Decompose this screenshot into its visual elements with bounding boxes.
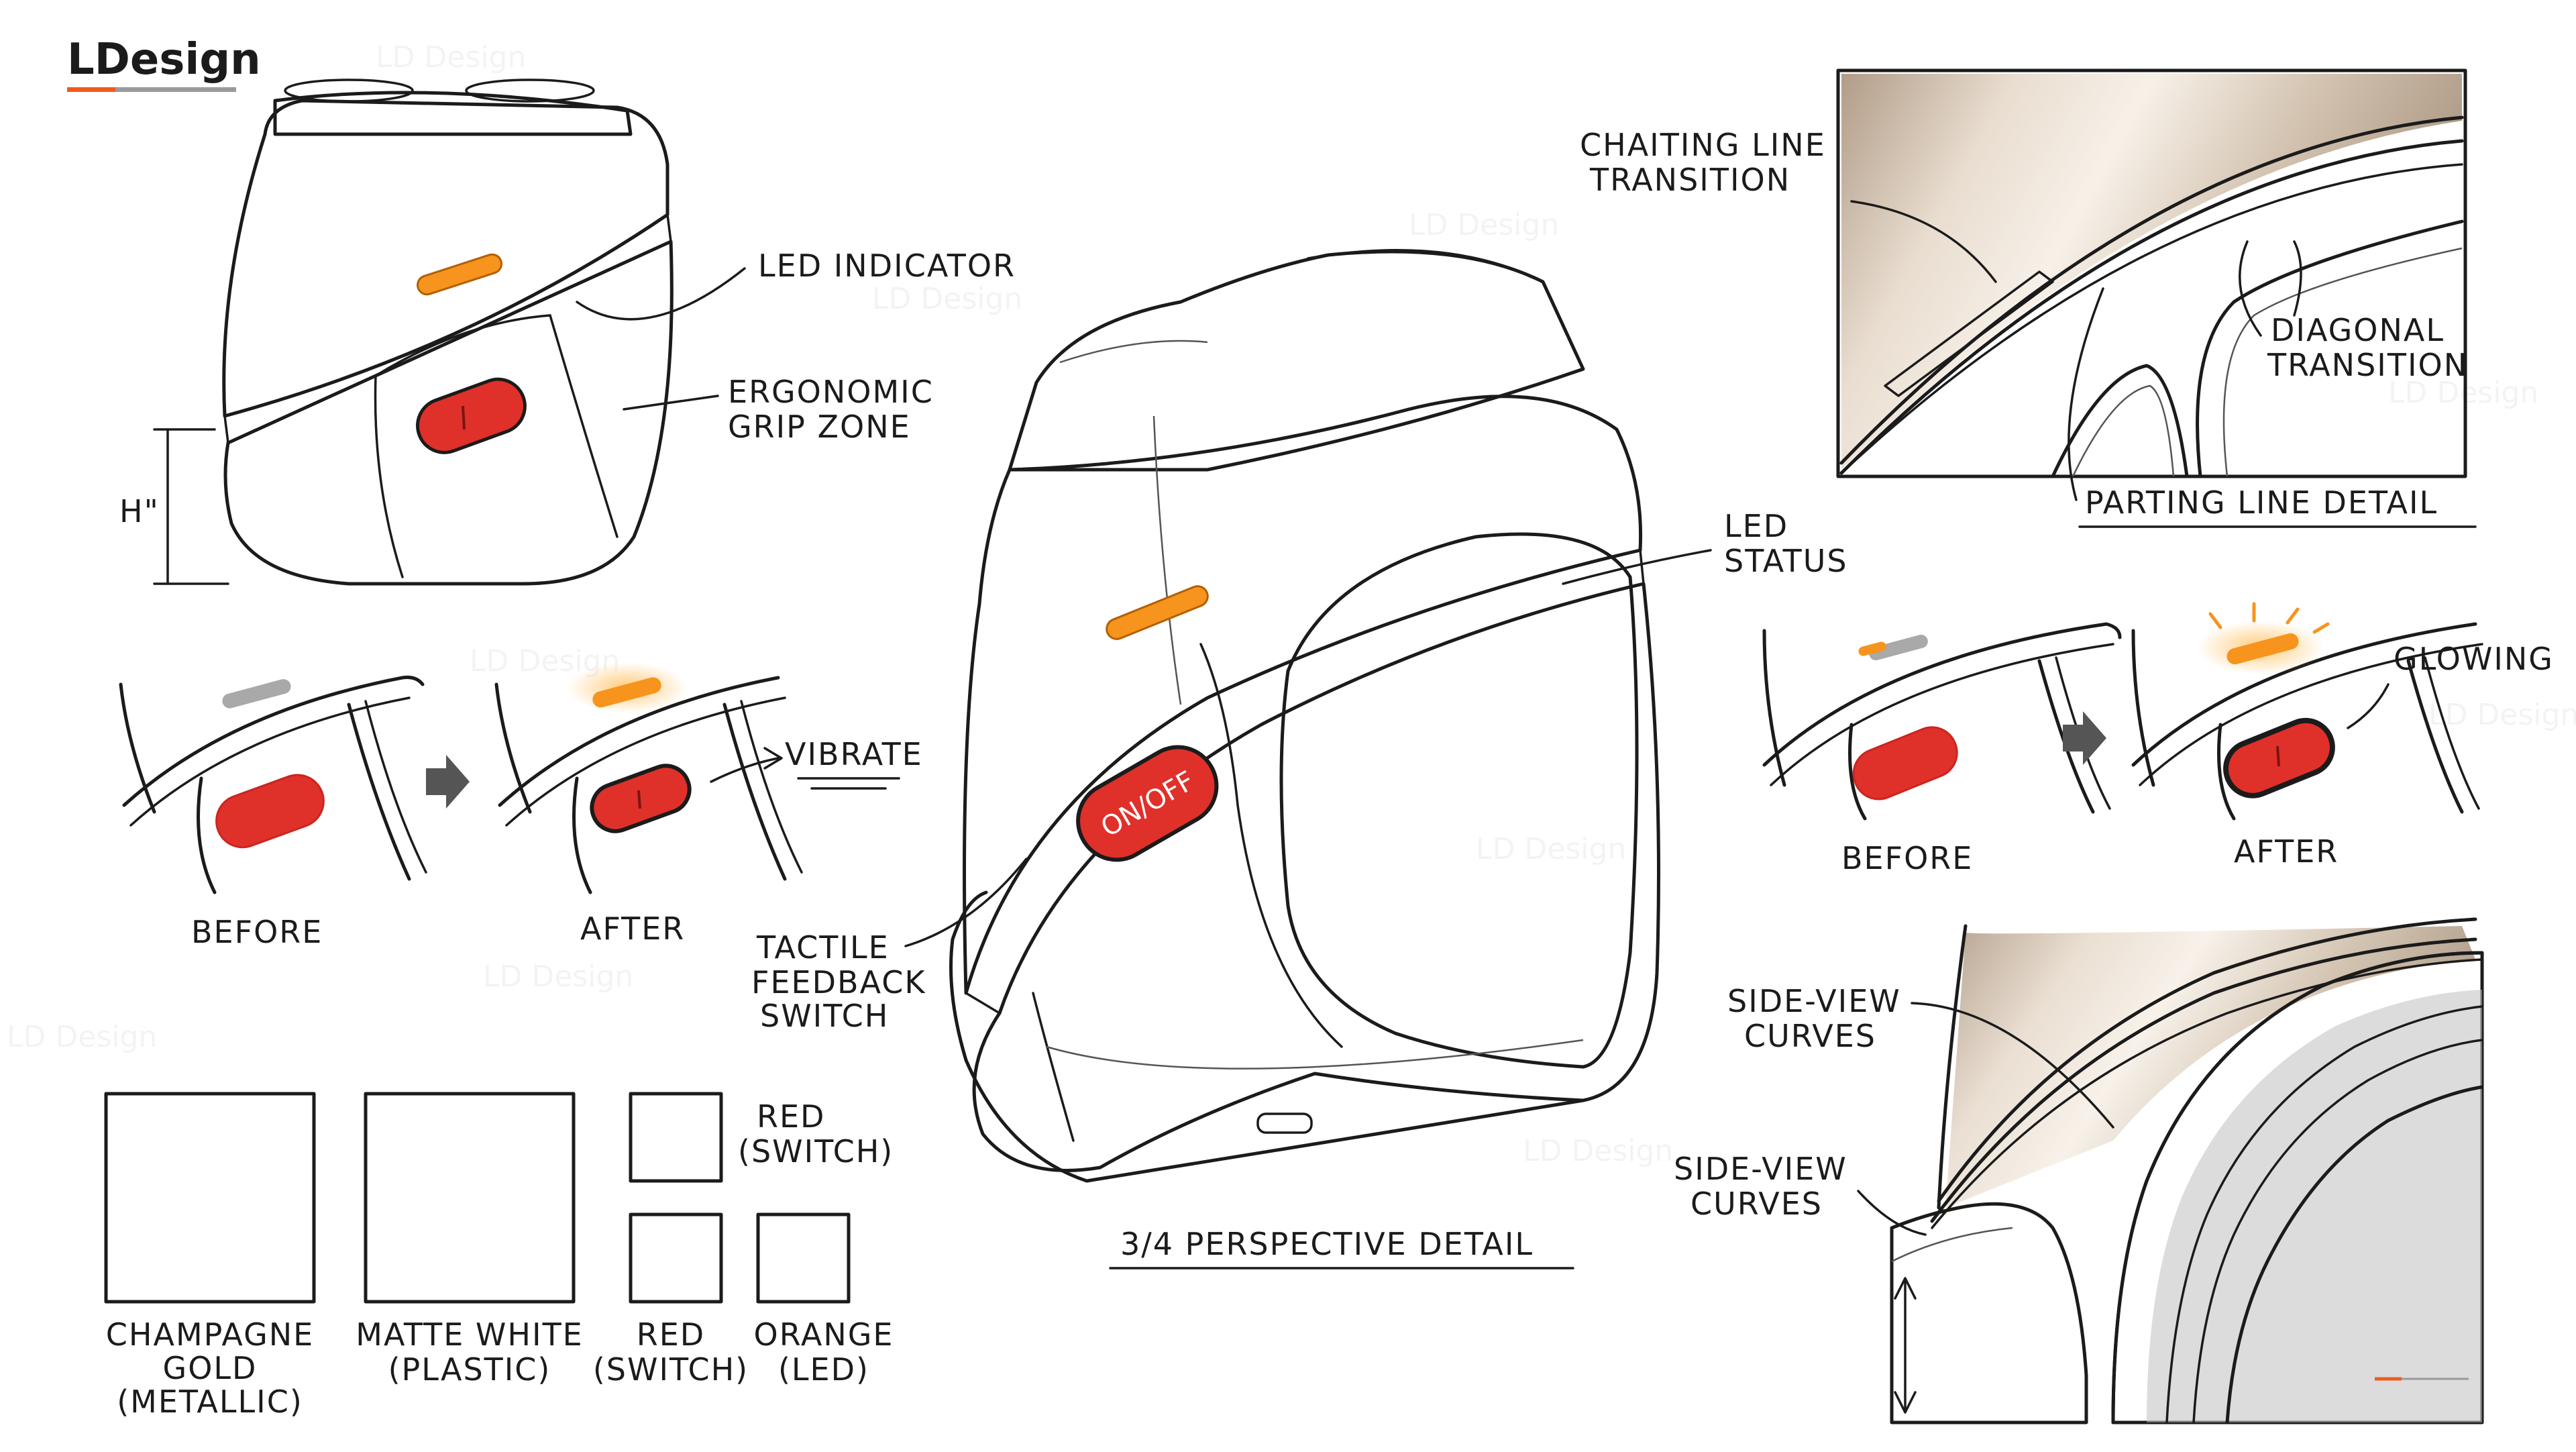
led-indicator-label: LED INDICATOR: [758, 248, 1016, 284]
sideview-label-a-line2: CURVES: [1744, 1018, 1876, 1054]
watermark: LD Design: [1476, 832, 1626, 866]
swatch-gold-label-line3: (METALLIC): [117, 1384, 303, 1420]
after-detail-left: [494, 662, 803, 894]
before-detail-right: [1762, 622, 2122, 821]
swatch-matte-white: [364, 1092, 576, 1304]
ergonomic-label-line1: ERGONOMIC: [728, 374, 934, 410]
led-status-leader: [1562, 549, 1712, 585]
watermark: LD Design: [2428, 698, 2576, 732]
swatch-white-label-line1: MATTE WHITE: [356, 1316, 583, 1353]
before-label-right: BEFORE: [1841, 840, 1973, 876]
parting-line-detail: [1836, 68, 2467, 478]
ergonomic-leader: [623, 395, 719, 411]
arrow-right-icon: [426, 755, 470, 809]
swatch-champagne-gold: [104, 1092, 316, 1304]
sideview-label-b-line2: CURVES: [1690, 1186, 1823, 1222]
tactile-label-line1: TACTILE: [756, 929, 890, 966]
swatch-red-label-line2: (SWITCH): [738, 1133, 894, 1170]
sideview-label-a-line1: SIDE-VIEW: [1727, 983, 1901, 1019]
swatch-red-orange-switch: [629, 1212, 723, 1304]
glowing-label: GLOWING: [2394, 641, 2554, 677]
after-label: AFTER: [580, 911, 685, 947]
front-view-sketch: H": [119, 79, 674, 586]
brand-underline-accent: [67, 87, 115, 92]
swatch-orange-label-line1: ORANGE: [754, 1316, 894, 1353]
led-status-label-line2: STATUS: [1724, 543, 1848, 579]
brand-underline: [115, 87, 236, 92]
swatch-red-switch: [629, 1092, 723, 1183]
tactile-label-line3: SWITCH: [760, 998, 889, 1034]
swatch-red-label-line1: RED: [757, 1098, 825, 1135]
swatch-white-label-line2: (PLASTIC): [388, 1351, 551, 1388]
swatch-gold-label-line2: GOLD: [163, 1350, 258, 1386]
chaiting-label-line2: TRANSITION: [1589, 162, 1790, 198]
swatch-gold-label-line1: CHAMPAGNE: [106, 1316, 314, 1353]
parting-label: PARTING LINE DETAIL: [2085, 484, 2438, 521]
height-label: H": [119, 493, 160, 529]
brand-logo: LDesign: [67, 35, 261, 92]
sideview-label-b-line1: SIDE-VIEW: [1674, 1151, 1847, 1187]
tactile-leader: [904, 858, 1028, 947]
swatch-orange-label-line2: (LED): [778, 1351, 869, 1388]
watermark: LD Design: [1523, 1134, 1673, 1168]
after-label-right: AFTER: [2234, 833, 2339, 870]
watermark: LD Design: [7, 1020, 157, 1054]
parting-leader: [2068, 287, 2104, 501]
material-swatches: [104, 1092, 851, 1304]
tactile-label-line2: FEEDBACK: [751, 964, 926, 1000]
led-indicator-leader: [576, 267, 746, 321]
chaiting-leader: [1850, 200, 1997, 283]
sideview-leader-b: [1857, 1190, 1927, 1236]
sideview-leader-a: [1911, 1002, 2114, 1129]
vibrate-leader: [710, 757, 780, 783]
watermark-layer: LD Design LD Design LD Design LD Design …: [7, 40, 2576, 1168]
diagonal-label-line2: TRANSITION: [2267, 347, 2468, 383]
perspective-sketch: ON/OFF: [949, 249, 1660, 1183]
arrow-right-icon: [2063, 711, 2106, 765]
swatch-orange-led: [756, 1212, 851, 1304]
watermark: LD Design: [483, 960, 633, 994]
led-status-label-line1: LED: [1724, 508, 1788, 544]
side-view-detail: [1890, 917, 2484, 1424]
watermark: LD Design: [2388, 376, 2538, 410]
watermark: LD Design: [1409, 208, 1559, 242]
watermark: LD Design: [376, 40, 526, 74]
chaiting-label-line1: CHAITING LINE: [1580, 127, 1826, 163]
ergonomic-label-line2: GRIP ZONE: [728, 409, 911, 445]
watermark: LD Design: [872, 282, 1022, 316]
after-detail-right: [2131, 602, 2483, 821]
swatch-redorange-label-line2: (SWITCH): [593, 1351, 749, 1388]
glowing-leader: [2347, 683, 2390, 729]
diagonal-leader: [2293, 240, 2302, 317]
before-detail-left: [119, 676, 427, 894]
vibrate-arrow-icon: [763, 747, 783, 770]
vibrate-label: VIBRATE: [785, 736, 923, 772]
perspective-label: 3/4 PERSPECTIVE DETAIL: [1120, 1226, 1534, 1262]
diagonal-leader: [2239, 240, 2262, 337]
diagonal-label-line1: DIAGONAL: [2271, 312, 2445, 348]
brand-name: LDesign: [67, 35, 261, 85]
before-label: BEFORE: [191, 914, 323, 950]
swatch-redorange-label-line1: RED: [637, 1316, 705, 1353]
